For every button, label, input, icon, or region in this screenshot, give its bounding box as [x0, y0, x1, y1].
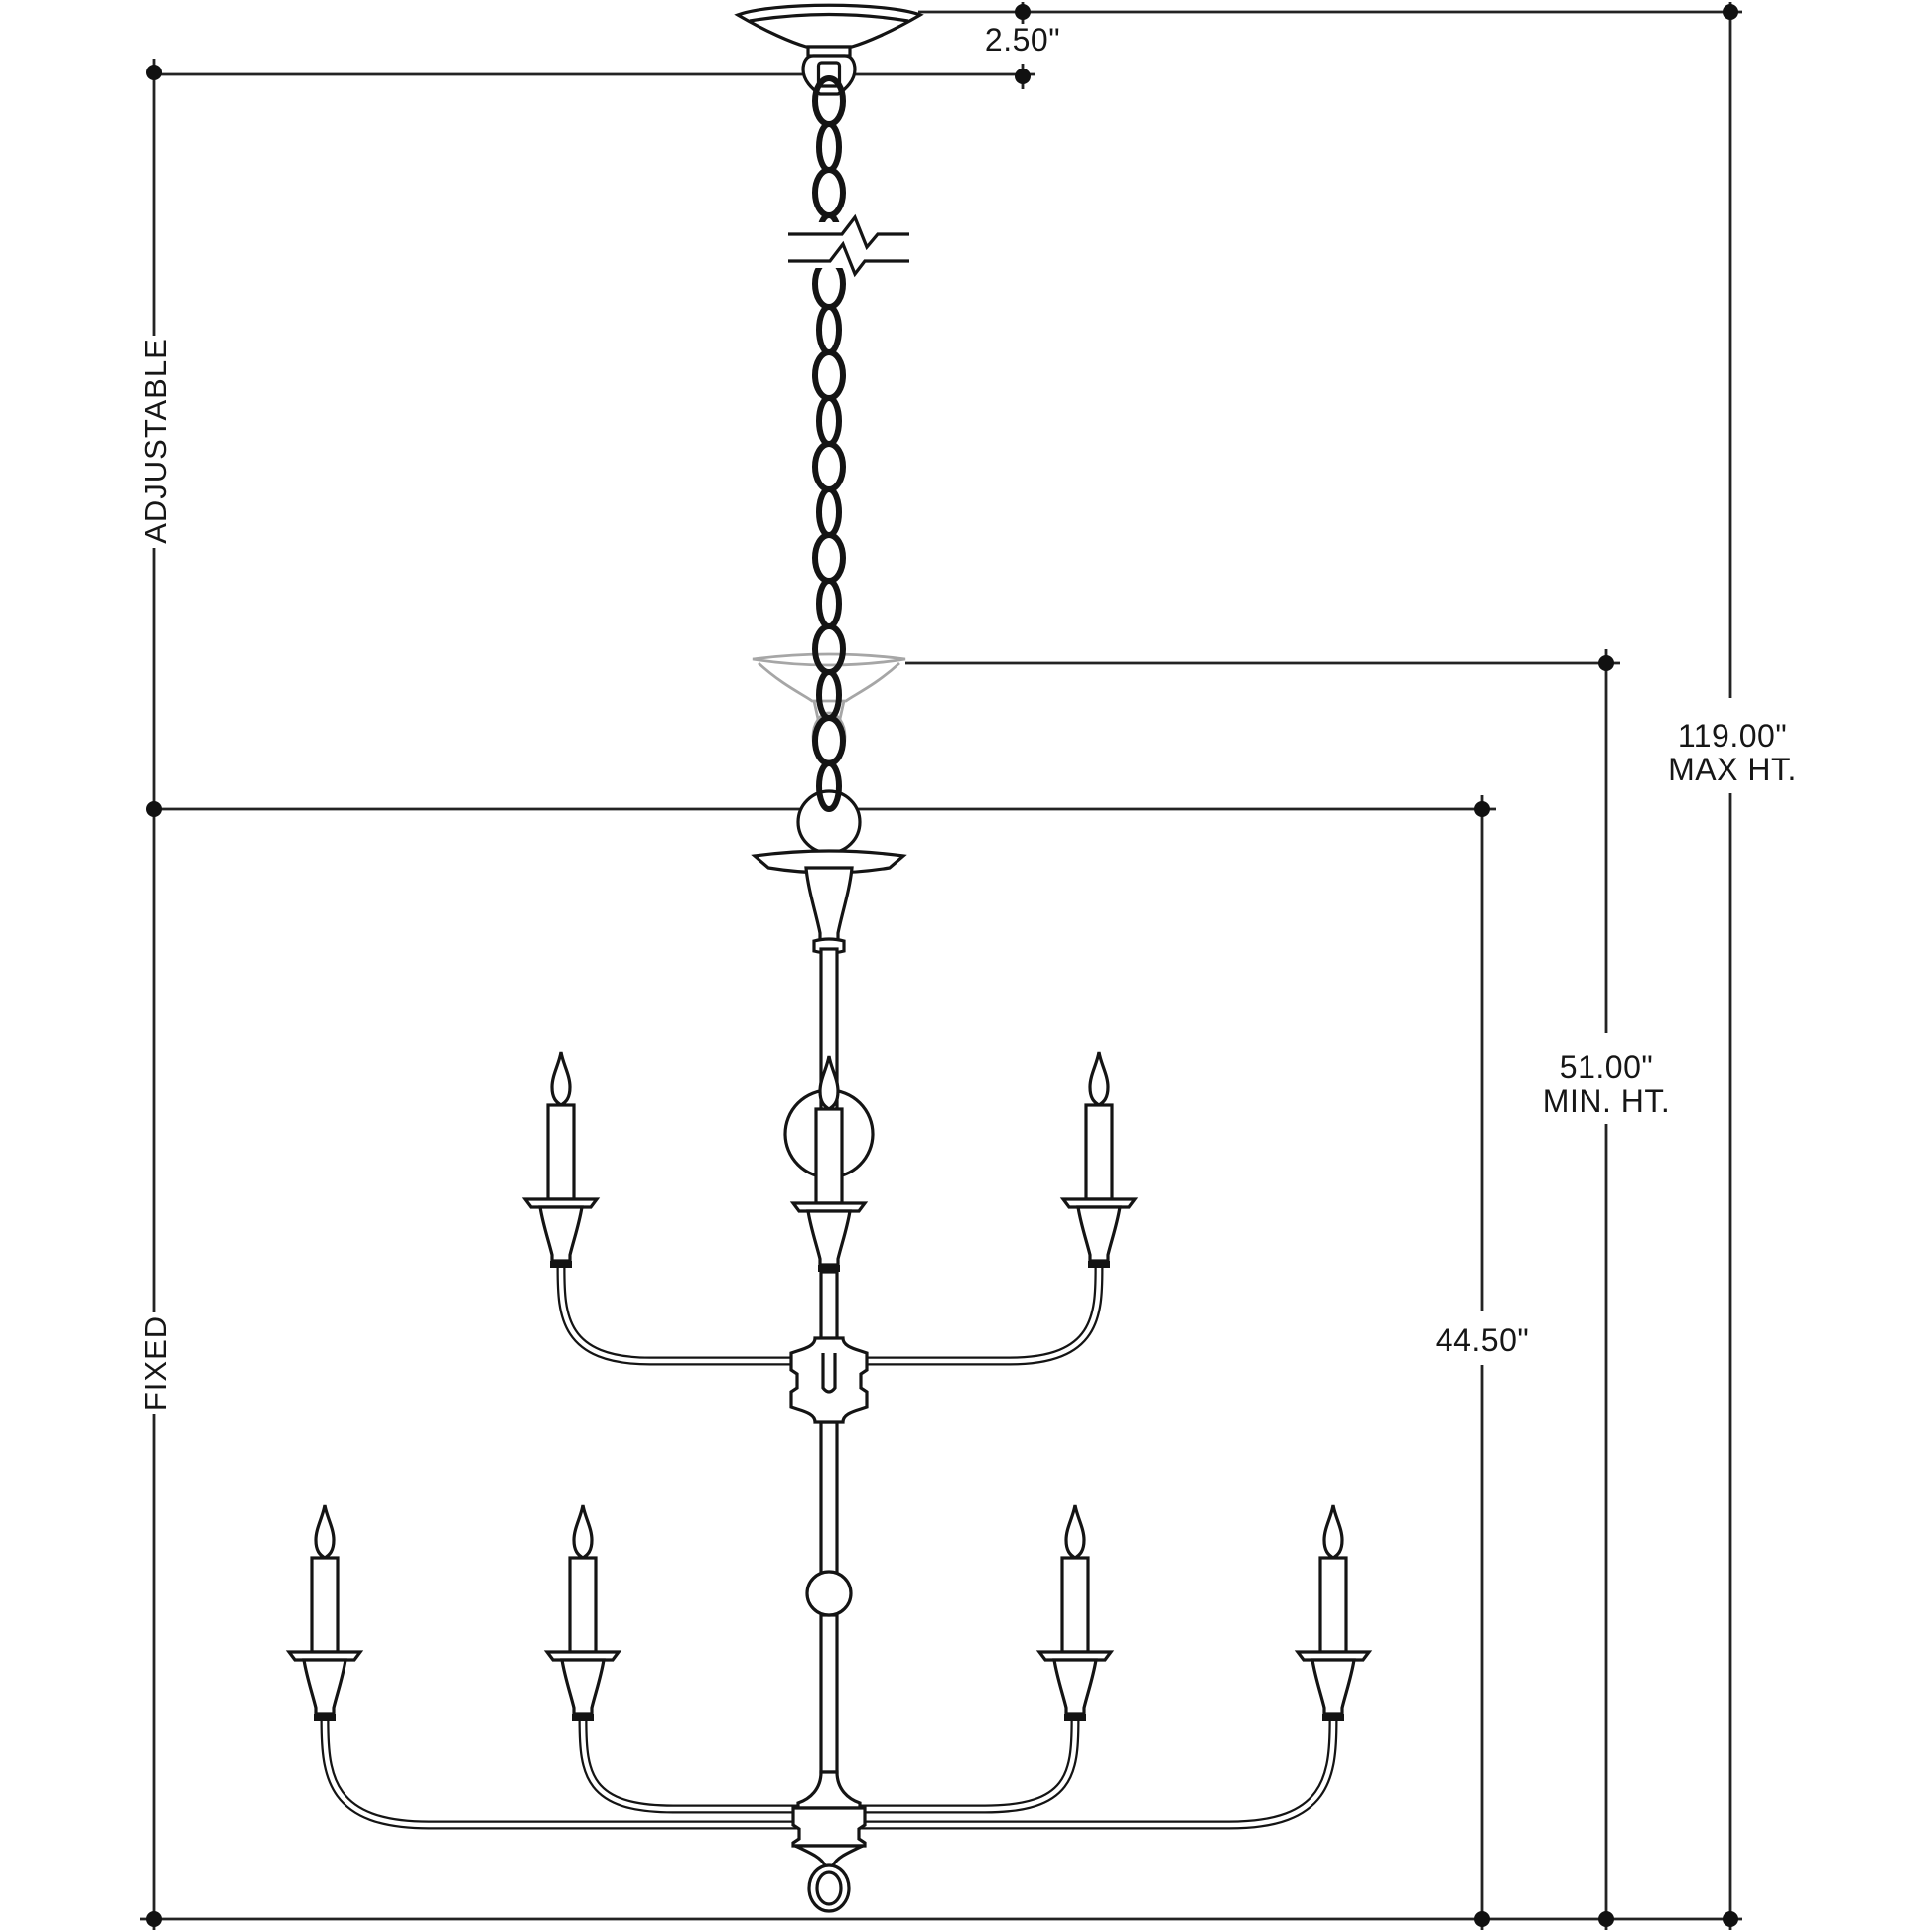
- chandelier-drawing: [287, 3, 1371, 1913]
- dot-marker: [146, 1911, 162, 1927]
- chain-break-upper-line: [788, 213, 909, 251]
- canopy-rim-line: [749, 12, 909, 23]
- adjustable-label: ADJUSTABLE: [138, 338, 173, 544]
- dot-marker: [1598, 655, 1614, 671]
- top-finial: [751, 849, 907, 955]
- fixture-top-ring: [796, 789, 862, 855]
- dot-marker: [1474, 801, 1490, 817]
- stem-lower: [819, 1613, 839, 1774]
- ghost-canopy: [752, 652, 906, 762]
- upper-arm-right-inner: [852, 1267, 1102, 1364]
- lower-hub: [791, 1770, 867, 1913]
- lower-tier-arms: [320, 1720, 1338, 1830]
- fixture-height-label: 44.50": [1436, 1322, 1529, 1358]
- upper-tier-arms: [556, 1267, 1104, 1366]
- ghost-canopy-top: [752, 652, 906, 667]
- min-height-label: MIN. HT.: [1543, 1083, 1670, 1119]
- upper-hub: [789, 1336, 869, 1424]
- lower-arm-inner-right-inner: [852, 1720, 1078, 1812]
- dot-marker: [1598, 1911, 1614, 1927]
- chain: [812, 75, 846, 766]
- dot-marker: [1723, 1911, 1738, 1927]
- bottom-ring-inner: [815, 1870, 843, 1906]
- chain-break-lower-line: [788, 240, 909, 278]
- lower-arm-inner-left-inner: [580, 1720, 806, 1812]
- chain-break-symbol: [784, 213, 909, 278]
- stem-middle: [819, 1420, 839, 1575]
- dimension-annotations: 2.50" ADJUSTABLE FIXED 119.00" MAX HT. 5…: [138, 2, 1797, 1930]
- dot-marker: [1015, 69, 1031, 84]
- min-height-value: 51.00": [1560, 1049, 1653, 1085]
- ghost-canopy-funnel: [758, 661, 900, 703]
- max-height-value: 119.00": [1678, 718, 1787, 754]
- upper-hub-stem-detail: [821, 1353, 837, 1394]
- lower-arm-outer-right-inner: [852, 1720, 1336, 1828]
- dot-marker: [146, 801, 162, 817]
- dot-marker: [1723, 4, 1738, 20]
- canopy-drop-label: 2.50": [985, 22, 1060, 58]
- dimension-endpoint-dots: [146, 4, 1738, 1927]
- fixed-label: FIXED: [138, 1315, 173, 1411]
- chain-link: [816, 760, 842, 812]
- ghost-canopy-neck: [812, 700, 846, 720]
- finial-saucer: [751, 849, 907, 875]
- dot-marker: [146, 65, 162, 80]
- lower-arm-outer-left-inner: [322, 1720, 806, 1828]
- stem-below-center-candle: [819, 1270, 839, 1343]
- dot-marker: [1474, 1911, 1490, 1927]
- upper-hub-body: [789, 1336, 869, 1424]
- stem-ball: [805, 1570, 853, 1617]
- upper-arm-left-inner: [558, 1267, 806, 1364]
- lower-hub-body: [791, 1806, 867, 1848]
- max-height-label: MAX HT.: [1668, 752, 1797, 787]
- dot-marker: [1015, 4, 1031, 20]
